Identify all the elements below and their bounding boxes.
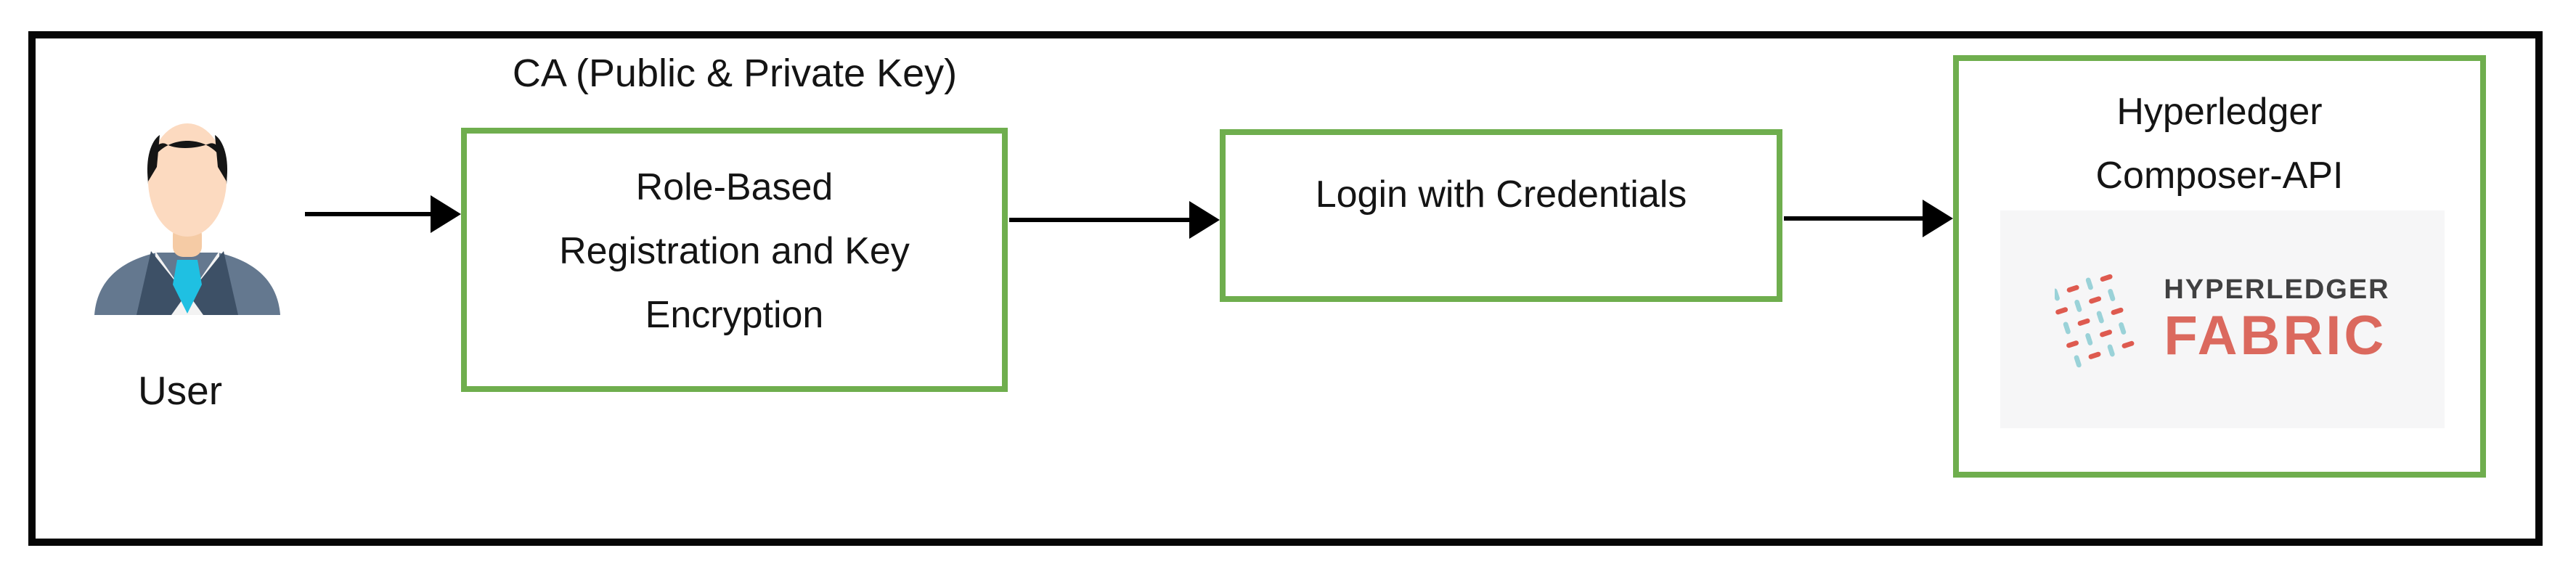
arrow-shaft — [1784, 216, 1923, 221]
hyperledger-brand-text: HYPERLEDGER — [2164, 274, 2390, 305]
registration-box-line: Role-Based — [635, 166, 833, 208]
user-label: User — [137, 368, 223, 413]
arrow-head-icon — [431, 195, 461, 233]
login-box: Login with Credentials — [1220, 129, 1782, 302]
user-icon — [94, 123, 280, 315]
composer-api-box: Hyperledger Composer-API — [1953, 55, 2486, 478]
arrow-head-icon — [1189, 201, 1220, 239]
composer-box-title-line: Composer-API — [2095, 155, 2344, 197]
registration-box: Role-Based Registration and Key Encrypti… — [461, 128, 1008, 392]
fabric-product-text: FABRIC — [2164, 305, 2387, 367]
composer-box-title-line: Hyperledger — [2116, 91, 2323, 133]
login-box-label: Login with Credentials — [1315, 173, 1687, 216]
fabric-weave-icon — [2055, 274, 2135, 368]
registration-box-line: Encryption — [645, 294, 824, 336]
arrow-login-to-composer — [1784, 200, 1953, 237]
registration-box-line: Registration and Key — [559, 230, 910, 272]
hyperledger-fabric-logo: HYPERLEDGER FABRIC — [2000, 210, 2445, 428]
arrow-shaft — [305, 212, 431, 216]
arrow-registration-to-login — [1009, 201, 1220, 239]
fabric-logo-text: HYPERLEDGER FABRIC — [2164, 273, 2389, 366]
arrow-user-to-registration — [305, 195, 461, 233]
ca-caption: CA (Public & Private Key) — [512, 52, 958, 95]
arrow-head-icon — [1923, 200, 1953, 237]
arrow-shaft — [1009, 218, 1189, 222]
user-node: User — [86, 107, 289, 434]
